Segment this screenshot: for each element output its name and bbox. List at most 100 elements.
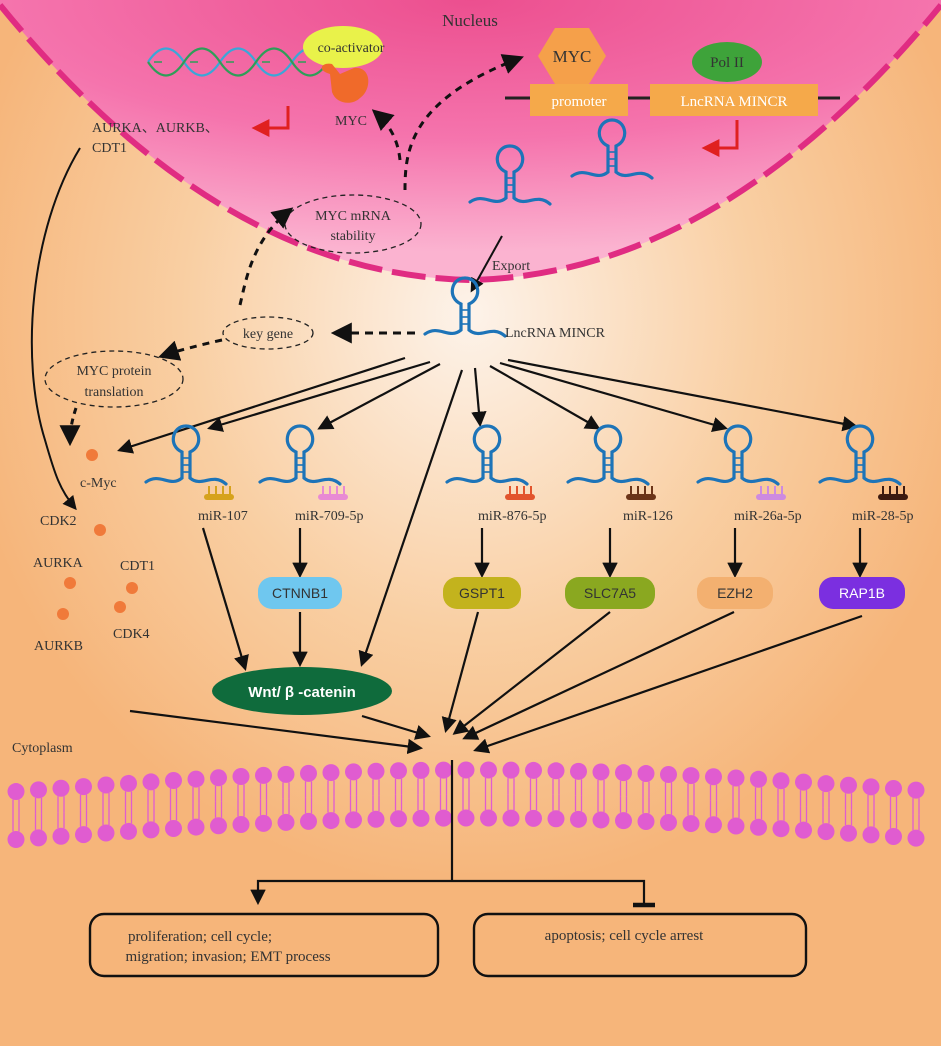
protein-cdk4: CDK4 <box>113 627 150 642</box>
cdk2-dot <box>94 524 106 536</box>
mirna-label-4: miR-126 <box>623 509 673 524</box>
target-label-gspt1: GSPT1 <box>459 585 505 601</box>
translation-line1: MYC protein <box>76 364 151 379</box>
mirna-strand-2 <box>318 486 348 500</box>
dna-helix <box>147 47 329 77</box>
inhibit-outcome-bar <box>452 879 655 908</box>
nuclear-targets-line1: AURKA、AURKB、 <box>92 121 219 136</box>
cdt1-dot <box>126 582 138 594</box>
lncrna-radiating-arrows <box>117 356 859 667</box>
lnc-gene-box <box>650 84 818 116</box>
inhibit-outcome-box <box>472 912 808 978</box>
mirna-label-3: miR-876-5p <box>478 509 546 524</box>
arrow-lnc-to-mir126 <box>489 365 601 430</box>
dashed-arrow-to-myc-gene <box>403 54 524 191</box>
mirna-strand-3 <box>505 486 535 500</box>
mrna-stability-line1: MYC mRNA <box>315 209 392 224</box>
arrow-lnc-to-mir709 <box>317 363 441 430</box>
target-label-slc7a5: SLC7A5 <box>584 585 636 601</box>
mrna-stability-ellipse <box>284 194 422 254</box>
dashed-arrow-to-translation <box>158 338 223 361</box>
mirna-hairpin-5 <box>696 424 786 500</box>
mirna-strand-6 <box>878 486 908 500</box>
wnt-pathway-oval <box>212 667 392 715</box>
lncrna-hairpin-center <box>423 276 507 338</box>
mirna-hairpin-6 <box>818 424 908 500</box>
pol-ii-label: Pol II <box>710 55 744 71</box>
myc-hexagon <box>538 28 606 84</box>
target-pill-ezh2 <box>697 577 773 609</box>
arrow-lnc-to-mir876 <box>471 367 487 428</box>
arrow-lnc-to-mir26a <box>499 361 728 432</box>
arrow-targets-to-proteins <box>30 147 81 511</box>
target-pill-slc7a5 <box>565 577 655 609</box>
export-label: Export <box>492 259 530 274</box>
protein-cdt1: CDT1 <box>120 559 155 574</box>
arrow-proteins-to-output <box>129 709 424 755</box>
mirna-label-6: miR-28-5p <box>852 509 913 524</box>
promote-outcome-box <box>88 912 440 978</box>
aurka-dot <box>64 577 76 589</box>
myc-protein-shape <box>321 63 369 103</box>
translation-ellipse <box>44 350 184 408</box>
promoter-box <box>530 84 628 116</box>
arrow-lnc-to-wnt <box>358 369 464 667</box>
convergence-arrows <box>129 611 863 755</box>
promote-outcome-line2: migration; invasion; EMT process <box>125 949 330 965</box>
mirna-hairpin-4 <box>566 424 656 500</box>
red-arrow-myc-targets <box>251 106 290 137</box>
wnt-pathway-label: Wnt/ β -catenin <box>248 684 355 701</box>
cytoplasm-label: Cytoplasm <box>12 741 73 756</box>
target-label-rap1b: RAP1B <box>839 585 885 601</box>
nuclear-envelope <box>0 3 941 284</box>
key-gene-ellipse <box>222 316 314 350</box>
target-label-ezh2: EZH2 <box>717 585 753 601</box>
arrow-lnc-to-mir107 <box>207 360 431 432</box>
arrow-gspt1-to-output <box>441 611 480 733</box>
protein-aurkb: AURKB <box>34 639 83 654</box>
nuclear-targets-line2: CDT1 <box>92 141 127 156</box>
myc-protein-label: MYC <box>335 114 367 129</box>
red-arrow-transcription <box>701 120 739 157</box>
arrow-ezh2-to-output <box>462 611 735 740</box>
mirna-strand-4 <box>626 486 656 500</box>
cdk4-dot <box>114 601 126 613</box>
lncrna-center-label: LncRNA MINCR <box>505 326 606 341</box>
nucleus-label: Nucleus <box>442 11 498 30</box>
mirna-label-5: miR-26a-5p <box>734 509 802 524</box>
arrow-lnc-to-mir28 <box>507 358 859 432</box>
mirna-strand-5 <box>756 486 786 500</box>
target-pill-gspt1 <box>443 577 521 609</box>
dashed-arrow-to-mrna-stability <box>238 207 294 306</box>
co-activator-shape <box>303 26 383 68</box>
cmyc-dot <box>86 449 98 461</box>
mirna-hairpin-3 <box>445 424 535 500</box>
aurkb-dot <box>57 608 69 620</box>
inhibit-outcome-label: apoptosis; cell cycle arrest <box>545 928 705 944</box>
arrow-wnt-to-output <box>361 714 431 740</box>
protein-cdk2: CDK2 <box>40 514 77 529</box>
target-pill-ctnnb1 <box>258 577 342 609</box>
mirna-layer: miR-107 miR-709-5p miR-876-5p miR-126 miR-26… <box>144 424 913 671</box>
cell-membrane <box>7 761 925 849</box>
arrow-promote-outcome <box>250 879 452 906</box>
export-arrow <box>470 235 503 293</box>
mirna-hairpin-1 <box>144 424 234 500</box>
protein-aurka: AURKA <box>33 556 84 571</box>
lnc-gene-label: LncRNA MINCR <box>680 94 787 110</box>
target-pill-rap1b <box>819 577 905 609</box>
co-activator-label: co-activator <box>318 41 385 56</box>
mrna-stability-line2: stability <box>330 229 375 244</box>
lncrna-hairpin-nucleus-1 <box>468 144 552 206</box>
target-label-ctnnb1: CTNNB1 <box>272 585 328 601</box>
mirna-arrow-1 <box>201 527 249 671</box>
mirna-label-1: miR-107 <box>198 509 248 524</box>
mirna-label-2: miR-709-5p <box>295 509 363 524</box>
cmyc-label: c-Myc <box>80 476 117 491</box>
mirna-hairpin-2 <box>258 424 348 500</box>
promoter-label: promoter <box>552 94 607 110</box>
arrow-rap1b-to-output <box>473 614 863 754</box>
arrow-lnc-to-cmyc <box>117 356 406 454</box>
